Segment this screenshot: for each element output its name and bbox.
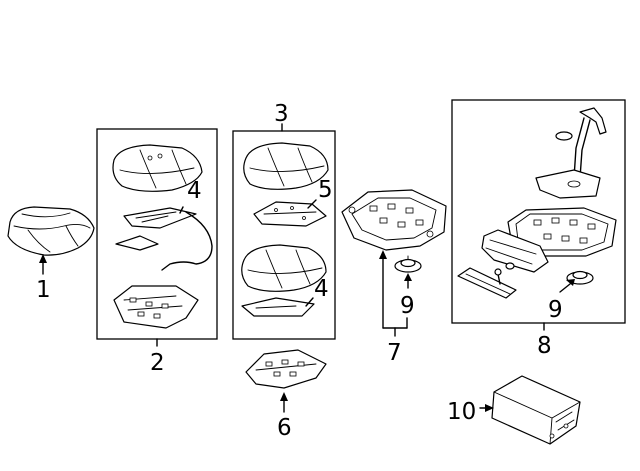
part-3-cushion-lower (241, 244, 327, 292)
callout-2: 2 (150, 350, 165, 376)
part-5-heater-pad (253, 201, 327, 227)
part-2-cushion-pad (112, 144, 203, 192)
part-4-heater-element-upper (115, 207, 213, 271)
callout-4a: 4 (187, 178, 202, 204)
part-1-seat-cushion (7, 206, 95, 256)
part-8-motor (481, 229, 549, 273)
callout-10: 10 (447, 399, 476, 425)
callout-1: 1 (36, 277, 51, 303)
part-10-control-module (491, 375, 581, 445)
part-2-seat-pan (113, 285, 199, 329)
callout-8: 8 (537, 333, 552, 359)
callout-4b: 4 (314, 276, 329, 302)
part-7-seat-frame (341, 189, 447, 251)
part-3-cushion-upper (243, 142, 329, 190)
callout-9b: 9 (548, 297, 563, 323)
callout-3: 3 (274, 101, 289, 127)
part-8-seat-back-frame (535, 107, 607, 199)
group-box-3 (232, 130, 336, 340)
callout-9a: 9 (400, 293, 415, 319)
part-9-mount-left (394, 255, 422, 273)
callout-6: 6 (277, 415, 292, 441)
part-8-rail-cover (457, 267, 517, 299)
callout-5: 5 (318, 177, 333, 203)
callout-7: 7 (387, 340, 402, 366)
group-box-8 (451, 99, 626, 324)
part-6-seat-tray (245, 349, 327, 389)
part-4-heater-element-lower (241, 297, 315, 317)
part-8-screws (494, 262, 515, 285)
